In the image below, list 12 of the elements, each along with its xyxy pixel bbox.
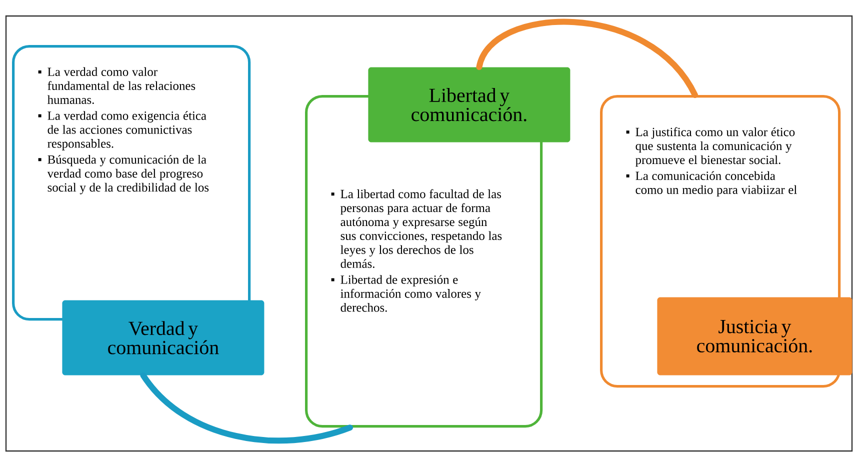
bullet-text: La verdad como valor fundamental de las relaciones humanas. — [38, 67, 196, 104]
text-box — [12, 45, 251, 321]
title-box: Verdad y comunicación — [62, 300, 264, 376]
bullet-text: La comunicación concebida como un medio para viabiizar el — [626, 171, 797, 196]
bullet-text: La libertad como facultad de las personas para actuar de forma autónoma y expresarse según sus convicciones, respetando las leyes y los derechos de los demás. — [331, 189, 502, 268]
bullet-text: La verdad como exigencia ética de las acciones comunictivas responsables. — [38, 111, 206, 150]
connector — [476, 19, 698, 98]
bullet-text: La justifica como un valor ético que sustenta la comunicación y promueve el bienestar social. — [626, 127, 795, 167]
bullet-text: Libertad de expresión e información como valores y derechos. — [331, 275, 481, 312]
title-box: Justicia y comunicación. — [657, 297, 852, 376]
title-box: Libertad y comunicación. — [368, 67, 570, 142]
bullet-text: Búsqueda y comunicación de la verdad como base del progreso social y de la credibilidad de los — [38, 154, 209, 194]
